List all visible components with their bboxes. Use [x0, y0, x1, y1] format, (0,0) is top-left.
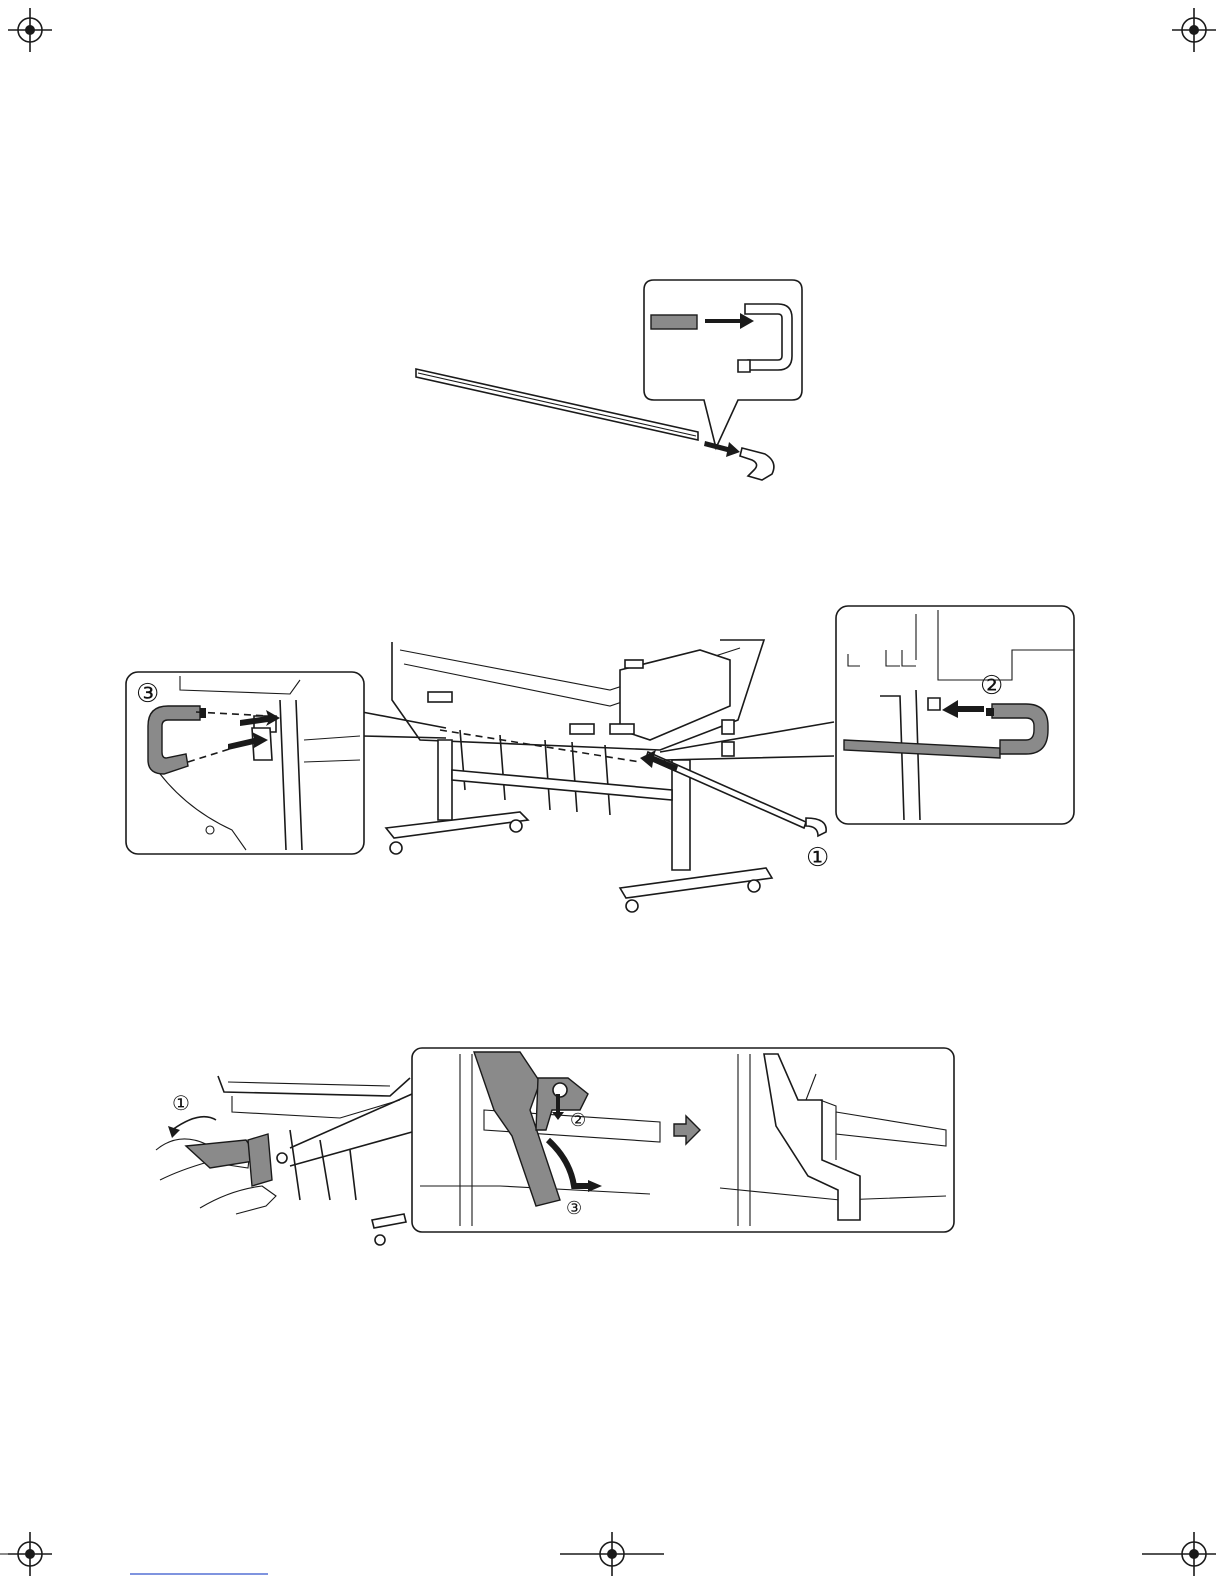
figure-rod-end-cap [416, 280, 802, 480]
printer-control-panel [625, 660, 643, 668]
callout-label-1: ① [806, 843, 829, 873]
rod-end-detail [651, 315, 697, 329]
caster [626, 900, 638, 912]
insert-arrow [704, 441, 740, 457]
stand-foot-left [386, 812, 528, 838]
hand-right [200, 1186, 276, 1214]
stand-crossbar [452, 770, 672, 800]
figure-paper-guide: ① ② ③ [156, 1048, 954, 1245]
figure-printer-stand: ① ③ ② [126, 606, 1074, 912]
callout-label-2: ② [980, 671, 1003, 701]
registration-mark-bottom-center [560, 1532, 664, 1576]
end-cap [740, 448, 774, 480]
callout-label-3: ③ [136, 679, 159, 709]
caster [748, 880, 760, 892]
registration-mark-bottom-right [1142, 1532, 1216, 1576]
callout-label-3: ③ [566, 1198, 582, 1219]
callout-leader-right [660, 722, 834, 760]
caster [510, 820, 522, 832]
stand-leg-left [438, 740, 452, 820]
rod-handle [806, 818, 826, 836]
registration-mark-top-left [8, 8, 52, 52]
caster [390, 842, 402, 854]
callout-label-2: ② [570, 1110, 586, 1131]
callout-label-1: ① [172, 1091, 190, 1115]
registration-mark-top-right [1172, 8, 1216, 52]
